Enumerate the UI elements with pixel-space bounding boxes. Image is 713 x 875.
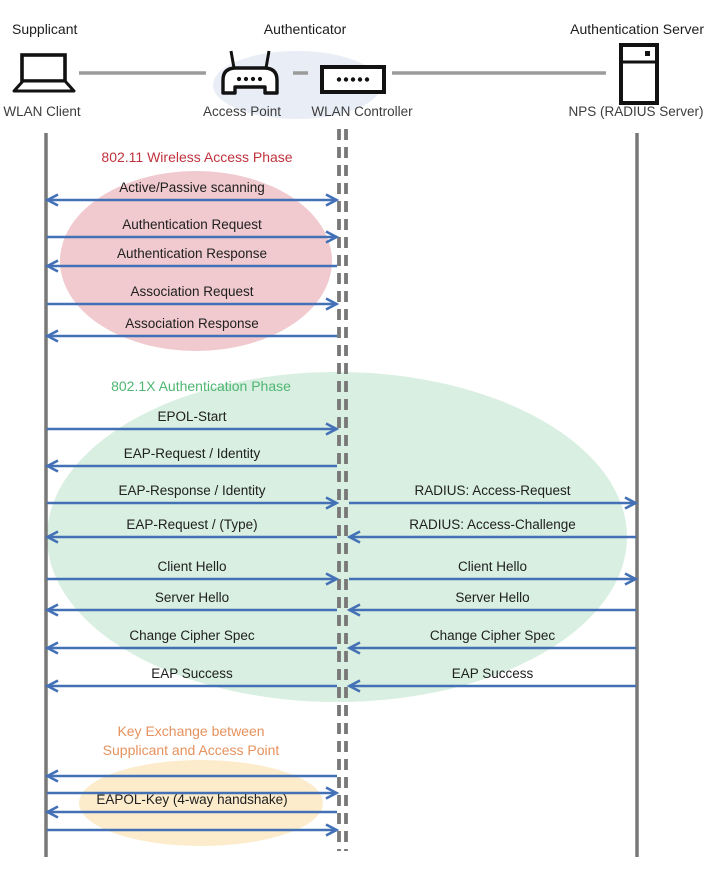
arrowhead-left-icon bbox=[346, 530, 361, 544]
arrowhead-right-icon bbox=[325, 572, 340, 586]
device-label-access-point: Access Point bbox=[202, 104, 282, 119]
arrowhead-left-icon bbox=[44, 459, 59, 473]
arrowhead-right-icon bbox=[325, 496, 340, 510]
phase-title-key-exchange-line2: Supplicant and Access Point bbox=[102, 742, 280, 758]
arrowhead-right-icon bbox=[325, 193, 340, 207]
message-label: Association Response bbox=[125, 316, 259, 331]
wlan-controller-icon bbox=[319, 63, 387, 101]
arrowhead-left-icon bbox=[44, 530, 59, 544]
arrowhead-right-icon bbox=[325, 786, 340, 800]
phase-title-8021x-authentication: 802.1X Authentication Phase bbox=[111, 378, 291, 394]
server-icon bbox=[617, 42, 661, 111]
arrowhead-right-icon bbox=[325, 422, 340, 436]
message-label: Server Hello bbox=[455, 590, 530, 605]
access-point-icon bbox=[219, 48, 281, 105]
arrowhead-right-icon bbox=[624, 496, 639, 510]
arrowhead-left-icon bbox=[346, 679, 361, 693]
arrowhead-left-icon bbox=[44, 193, 59, 207]
message-label: EAP Success bbox=[151, 666, 233, 681]
message-label: Association Request bbox=[130, 284, 254, 299]
message-label: Authentication Request bbox=[122, 217, 262, 232]
message-label: RADIUS: Access-Challenge bbox=[409, 517, 576, 532]
message-label: Change Cipher Spec bbox=[129, 628, 255, 643]
arrowhead-left-icon bbox=[44, 769, 59, 783]
message-label: Active/Passive scanning bbox=[119, 180, 265, 195]
message-label: Server Hello bbox=[154, 590, 230, 605]
role-label-authenticator: Authenticator bbox=[263, 21, 347, 37]
arrowhead-left-icon bbox=[44, 603, 59, 617]
arrowhead-left-icon bbox=[346, 603, 361, 617]
message-label: EAP Success bbox=[451, 666, 534, 681]
phase-ellipse-key-exchange bbox=[79, 760, 323, 846]
phase-ellipse-wireless-access bbox=[60, 171, 332, 351]
arrowhead-left-icon bbox=[44, 805, 59, 819]
message-label: EAP-Response / Identity bbox=[118, 483, 266, 498]
phase-title-key-exchange-line1: Key Exchange between bbox=[117, 723, 265, 739]
arrowhead-right-icon bbox=[325, 297, 340, 311]
message-label: EAPOL-Key (4-way handshake) bbox=[96, 792, 288, 807]
arrowhead-left-icon bbox=[44, 679, 59, 693]
arrowhead-right-icon bbox=[325, 230, 340, 244]
arrowhead-left-icon bbox=[44, 329, 59, 343]
arrowhead-left-icon bbox=[44, 259, 59, 273]
laptop-icon bbox=[12, 52, 76, 101]
arrowhead-left-icon bbox=[44, 641, 59, 655]
message-label: EPOL-Start bbox=[157, 409, 227, 424]
arrowhead-right-icon bbox=[624, 572, 639, 586]
device-label-wlan-client: WLAN Client bbox=[3, 104, 81, 119]
message-label: EAP-Request / (Type) bbox=[126, 517, 258, 532]
arrowhead-left-icon bbox=[346, 641, 361, 655]
role-label-authentication-server: Authentication Server bbox=[570, 21, 704, 37]
message-label: Client Hello bbox=[157, 559, 227, 574]
device-label-wlan-controller: WLAN Controller bbox=[311, 104, 413, 119]
arrowhead-right-icon bbox=[325, 823, 340, 837]
message-label: EAP-Request / Identity bbox=[123, 446, 261, 461]
phase-title-80211-wireless-access: 802.11 Wireless Access Phase bbox=[101, 149, 293, 165]
role-label-supplicant: Supplicant bbox=[12, 21, 78, 37]
message-label: Authentication Response bbox=[116, 246, 268, 261]
message-label: Change Cipher Spec bbox=[429, 628, 556, 643]
phase-title-key-exchange: Key Exchange between Supplicant and Acce… bbox=[71, 722, 311, 760]
message-label: Client Hello bbox=[457, 559, 528, 574]
device-label-nps-radius-server: NPS (RADIUS Server) bbox=[568, 104, 704, 119]
message-label: RADIUS: Access-Request bbox=[414, 483, 571, 498]
